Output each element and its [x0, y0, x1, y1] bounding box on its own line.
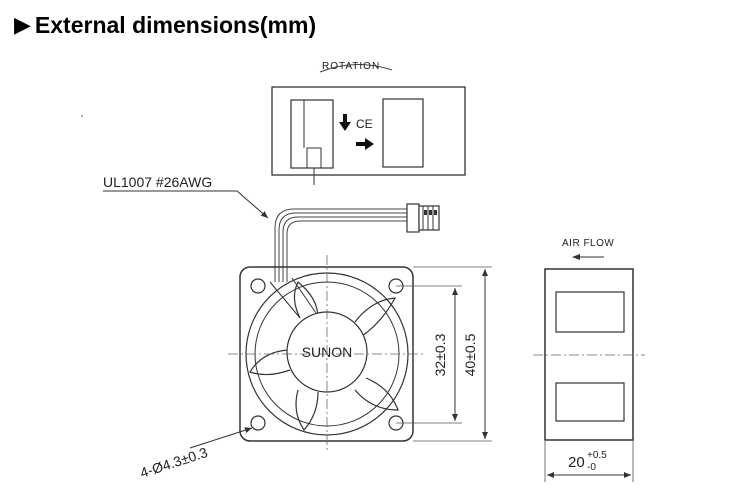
wire-leader	[103, 190, 269, 219]
label-right-window	[382, 98, 424, 168]
dim-depth-plus: +0.5	[587, 450, 607, 461]
dim-frame-size: 40±0.5	[413, 266, 492, 442]
dim-mount-holes-label: 4-Ø4.3±0.3	[138, 444, 210, 481]
wire-label: UL1007 #26AWG	[103, 174, 212, 190]
down-arrow-icon	[339, 114, 351, 131]
play-triangle-icon: ▶	[14, 12, 31, 38]
page-title-row: ▶ External dimensions(mm)	[14, 8, 316, 42]
wire-assembly: UL1007 #26AWG	[103, 174, 440, 282]
stray-dot	[81, 115, 83, 117]
label-left-window	[290, 99, 334, 169]
ce-mark: CE	[356, 117, 373, 131]
mount-hole-top-left	[250, 278, 266, 294]
airflow-label: AIR FLOW	[562, 238, 614, 249]
label-tab	[306, 147, 322, 169]
dim-depth-base: 20	[568, 454, 585, 471]
center-lines	[228, 255, 425, 452]
side-window-top	[555, 291, 625, 333]
fan-side-view: AIR FLOW 20 +0.5 -0	[533, 238, 645, 482]
wire-channel	[269, 277, 319, 319]
rotation-arc	[319, 63, 393, 73]
right-arrow-icon	[356, 138, 374, 150]
label-outline	[271, 86, 466, 176]
wire-bundle	[274, 208, 407, 282]
dim-hole-spacing: 32±0.3	[396, 285, 462, 424]
dim-depth-minus: -0	[587, 462, 596, 473]
dim-frame-size-label: 40±0.5	[462, 333, 478, 376]
side-window-bottom	[555, 382, 625, 422]
side-frame	[544, 268, 634, 441]
airflow-arrow-icon	[572, 254, 604, 260]
dim-mount-holes: 4-Ø4.3±0.3	[138, 427, 253, 481]
label-view: ROTATION CE	[271, 61, 466, 185]
rotation-label: ROTATION	[322, 61, 380, 72]
connector	[406, 203, 440, 233]
dim-hole-spacing-label: 32±0.3	[432, 333, 448, 376]
mount-hole-bottom-left	[250, 415, 266, 431]
fan-blades	[249, 281, 399, 431]
page-title: External dimensions(mm)	[34, 11, 317, 38]
